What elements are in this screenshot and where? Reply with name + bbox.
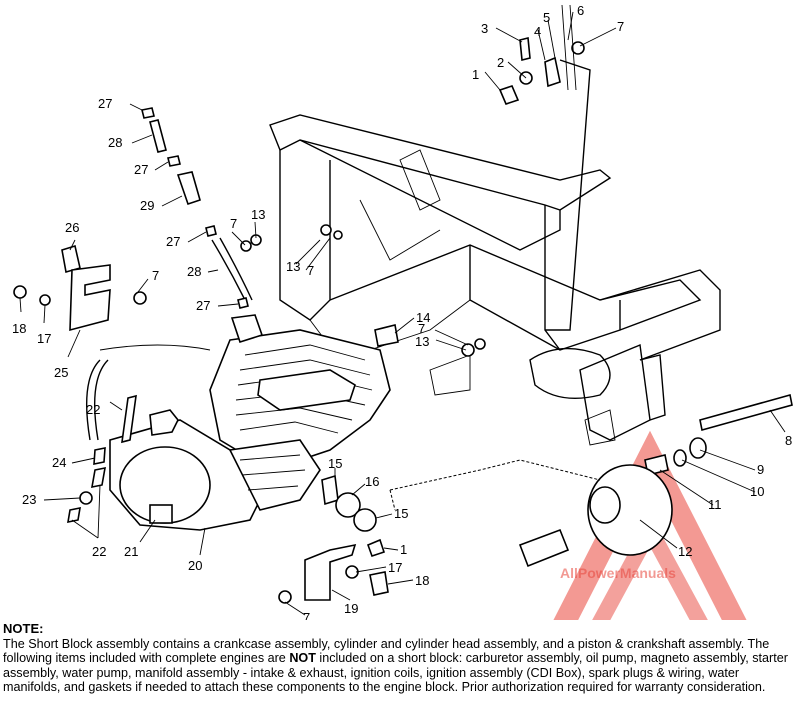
callout-5: 5 bbox=[543, 10, 550, 25]
leader-lines bbox=[19, 11, 786, 616]
watermark-text: AllPowerManuals bbox=[560, 565, 676, 581]
note-text-before: The Short Block assembly contains a cran… bbox=[3, 636, 770, 666]
callout-25: 25 bbox=[54, 365, 68, 380]
callout-20: 20 bbox=[188, 558, 202, 573]
callout-19: 19 bbox=[344, 601, 358, 616]
callout-7: 7 bbox=[303, 610, 310, 620]
callout-12: 12 bbox=[678, 544, 692, 559]
note-emphasis: NOT bbox=[289, 651, 316, 666]
callout-7: 7 bbox=[418, 321, 425, 336]
callout-23: 23 bbox=[22, 492, 36, 507]
engine-assembly bbox=[99, 314, 391, 531]
callout-28: 28 bbox=[187, 264, 201, 279]
callout-27: 27 bbox=[134, 162, 148, 177]
callout-29: 29 bbox=[140, 198, 154, 213]
callout-18: 18 bbox=[12, 321, 26, 336]
callout-27: 27 bbox=[98, 96, 112, 111]
callout-3: 3 bbox=[481, 21, 488, 36]
callout-7: 7 bbox=[230, 216, 237, 231]
callout-9: 9 bbox=[757, 462, 764, 477]
callout-10: 10 bbox=[750, 484, 764, 499]
fuel-line-parts bbox=[13, 107, 253, 524]
callout-27: 27 bbox=[166, 234, 180, 249]
note-heading: NOTE: bbox=[3, 621, 44, 636]
callout-22: 22 bbox=[92, 544, 106, 559]
callout-17: 17 bbox=[37, 331, 51, 346]
callout-13: 13 bbox=[415, 334, 429, 349]
callout-15: 15 bbox=[394, 506, 408, 521]
callout-1: 1 bbox=[400, 542, 407, 557]
callout-2: 2 bbox=[497, 55, 504, 70]
callout-7: 7 bbox=[152, 268, 159, 283]
callout-26: 26 bbox=[65, 220, 79, 235]
lower-bracket bbox=[278, 474, 389, 604]
callout-4: 4 bbox=[534, 24, 541, 39]
callout-18: 18 bbox=[415, 573, 429, 588]
callout-24: 24 bbox=[52, 455, 66, 470]
callout-17: 17 bbox=[388, 560, 402, 575]
callout-7: 7 bbox=[307, 263, 314, 278]
callout-22: 22 bbox=[86, 402, 100, 417]
mount-hardware bbox=[240, 4, 793, 568]
callout-16: 16 bbox=[365, 474, 379, 489]
callout-labels: 1 2 3 4 5 6 7 27 28 27 29 27 28 27 26 7 … bbox=[12, 3, 792, 620]
callout-13: 13 bbox=[286, 259, 300, 274]
callout-8: 8 bbox=[785, 433, 792, 448]
note-text-after: included on a short block: carburetor as… bbox=[3, 651, 788, 695]
watermark-logo bbox=[553, 430, 747, 620]
callout-28: 28 bbox=[108, 135, 122, 150]
callout-6: 6 bbox=[577, 3, 584, 18]
callout-11: 11 bbox=[708, 497, 722, 512]
callout-15: 15 bbox=[328, 456, 342, 471]
callout-21: 21 bbox=[124, 544, 138, 559]
callout-7: 7 bbox=[617, 19, 624, 34]
callout-13: 13 bbox=[251, 207, 265, 222]
note-block: NOTE: The Short Block assembly contains … bbox=[3, 621, 798, 695]
callout-14: 14 bbox=[416, 310, 430, 325]
callout-27: 27 bbox=[196, 298, 210, 313]
engine-exploded-diagram: 1 2 3 4 5 6 7 27 28 27 29 27 28 27 26 7 … bbox=[12, 3, 793, 620]
frame bbox=[269, 59, 721, 446]
callout-1: 1 bbox=[472, 67, 479, 82]
